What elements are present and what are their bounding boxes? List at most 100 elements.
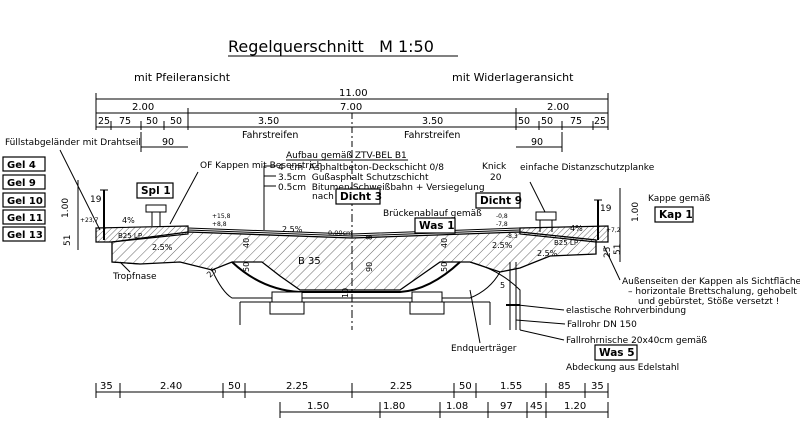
el-r3: +7,2 [606,227,621,234]
dim-row3-8: 75 [570,116,582,127]
brueckenablauf-text: Brückenablauf gemäß [383,209,482,219]
dim-row3-4: 3.50 [258,116,279,127]
gel-boxes: Gel 4 Gel 9 Gel 10 Gel 11 Gel 13 [2,156,46,242]
h100-left: 1.00 [61,198,71,218]
el-r1: +15,8 [212,213,231,220]
dim-90-right: 90 [531,137,543,148]
aufbau-title: Aufbau gemäß ZTV-BEL B1 [286,151,407,161]
drawing-title: Regelquerschnitt M 1:50 [228,37,434,56]
dicht3-box: Dicht 3 [340,191,382,203]
bottom-dimension-chain: 35 2.40 50 2.25 2.25 50 1.55 85 35 1.50 … [95,381,609,418]
lane-label-right: Fahrstreifen [404,130,460,141]
bdim2-4: 45 [530,401,543,412]
el-m2: -7,8 [496,221,508,228]
bdim1-1: 2.40 [160,381,182,392]
v10: 10 [341,288,350,298]
v40-l: 40 [242,238,251,248]
knick-label: Knick [482,162,507,172]
dim-row3-0: 25 [98,116,110,127]
bdim2-5: 1.20 [564,401,586,412]
h25-right: 25 [603,247,613,258]
pct25-d: 2.5% [537,249,558,258]
spl-box: Spl 1 [141,185,171,197]
aufbau-line-2: 0.5cm Bitumen-Schweißbahn + Versiegelung [278,183,485,193]
aussenseiten-1: – horizontale Brettschalung, gehobelt [628,287,797,297]
left-cap [95,225,189,243]
v5: 5 [500,281,505,290]
deck-slab [111,231,597,291]
gel-box-0: Gel 4 [7,160,36,171]
dim-90-left: 90 [162,137,174,148]
distanz-text: einfache Distanzschutzplanke [520,163,655,173]
dim-row2-2: 2.00 [547,102,569,113]
bdim1-4: 2.25 [390,381,412,392]
el-m1: -0,8 [496,213,508,220]
bdim1-0: 35 [100,381,113,392]
pct25-b: 2.5% [282,225,303,234]
b25-left-label: B25 LP [118,232,142,240]
dim-row3-5: 3.50 [422,116,443,127]
h100-right: 1.00 [631,202,641,222]
bridge-section [95,150,609,330]
gel-box-3: Gel 11 [7,213,43,224]
railing-note: Füllstabgeländer mit Drahtseil [5,138,141,148]
pct4-right: 4% [570,224,583,233]
b35-label: B 35 [298,256,321,267]
dim-row3-3: 50 [170,116,182,127]
h51-left: 51 [63,235,73,246]
abdeckung-label: Abdeckung aus Edelstahl [566,363,679,373]
kap1-box: Kap 1 [659,209,693,221]
lane-label-left: Fahrstreifen [242,130,298,141]
dicht9-box: Dicht 9 [480,195,522,207]
knick-value: 20 [490,173,502,183]
was1-box: Was 1 [419,220,455,232]
view-left-label: mit Pfeileransicht [134,71,231,84]
kappe-label: Kappe gemäß [648,194,711,204]
distanz-note: einfache Distanzschutzplanke [520,163,655,173]
bdim2-3: 97 [500,401,513,412]
el-l1: +23,7 [80,217,99,224]
bearing-left [271,291,303,303]
b25-right-label: B25 LP [554,239,578,247]
right-cap [519,225,609,243]
railing-note-text: Füllstabgeländer mit Drahtseil [5,138,141,148]
view-right-label: mit Widerlageransicht [452,71,574,84]
gel-box-2: Gel 10 [7,196,43,207]
v8: 8 [365,235,374,240]
h19-right: 19 [600,204,612,214]
aufbau-line-1: 3.5cm Gußasphalt Schutzschicht [278,173,429,183]
v90: 90 [365,262,374,272]
pct4-left: 4% [122,216,135,225]
aufbau-nach: nach [312,192,334,202]
bdim2-1: 1.80 [383,401,405,412]
bdim1-3: 2.25 [286,381,308,392]
gel-box-4: Gel 13 [7,230,43,241]
v40-r: 40 [440,238,449,248]
dim-overall: 11.00 [339,88,368,99]
tropfnase-label: Tropfnase [112,272,157,282]
el-m3: -8,3 [506,233,518,240]
h51-right: 51 [613,244,623,255]
dim-row3-2: 50 [146,116,158,127]
dim-row2-1: 7.00 [340,102,362,113]
bdim1-2: 50 [228,381,241,392]
dim-row2-0: 2.00 [132,102,154,113]
fallrohrnische-label: Fallrohrnische 20x40cm gemäß [566,336,707,346]
of-kappen-note: OF Kappen mit Besenstrich [200,161,322,171]
pct25-c: 2.5% [492,241,513,250]
dim-row3-6: 50 [518,116,530,127]
fallrohr-label: Fallrohr DN 150 [567,320,637,330]
top-dimension-chain: 11.00 2.00 7.00 2.00 25 75 50 50 3.50 3.… [95,88,609,152]
bdim1-5: 50 [459,381,472,392]
gel-box-1: Gel 9 [7,178,36,189]
elastische-label: elastische Rohrverbindung [566,306,686,316]
brueckenablauf-note: Brückenablauf gemäß [383,209,482,219]
h19-left: 19 [90,195,102,205]
bdim2-2: 1.08 [446,401,468,412]
pct25-a: 2.5% [152,243,173,252]
was5-box: Was 5 [599,347,635,359]
aufbau-line-0: 4 cm Asphaltbeton-Deckschicht 0/8 [278,163,444,173]
v50-l: 50 [242,262,251,272]
bdim1-6: 1.55 [500,381,522,392]
